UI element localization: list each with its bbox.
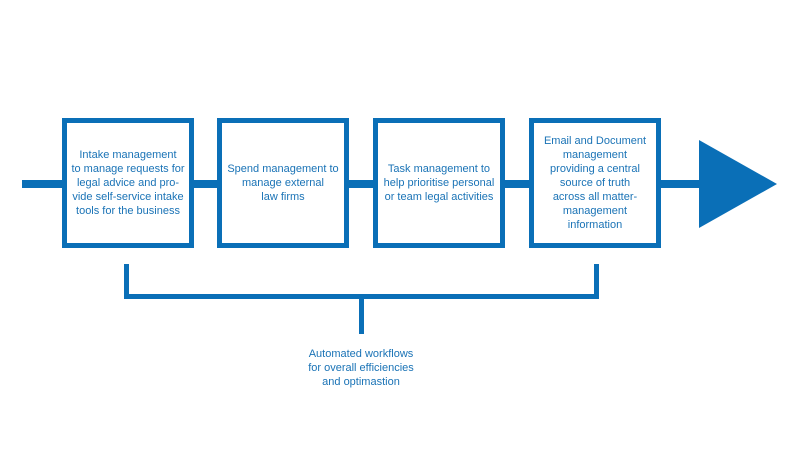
- arrow-head-icon: [699, 140, 777, 228]
- step-label-spend: Spend management to manage external law …: [227, 163, 339, 203]
- bracket-right-stem: [594, 264, 599, 299]
- step-box-spend: Spend management to manage external law …: [217, 118, 349, 248]
- bracket-bar: [124, 294, 599, 299]
- bracket-center-stem: [359, 299, 364, 334]
- step-box-task: Task management to help prioritise perso…: [373, 118, 505, 248]
- step-box-intake: Intake management to manage requests for…: [62, 118, 194, 248]
- step-label-intake: Intake management to manage requests for…: [71, 149, 185, 217]
- step-label-task: Task management to help prioritise perso…: [383, 163, 495, 203]
- bracket-caption: Automated workflows for overall efficien…: [308, 348, 414, 388]
- bracket-left-stem: [124, 264, 129, 299]
- flow-line: [22, 180, 702, 188]
- step-label-email-document: Email and Document management providing …: [543, 135, 647, 231]
- step-box-email-document: Email and Document management providing …: [529, 118, 661, 248]
